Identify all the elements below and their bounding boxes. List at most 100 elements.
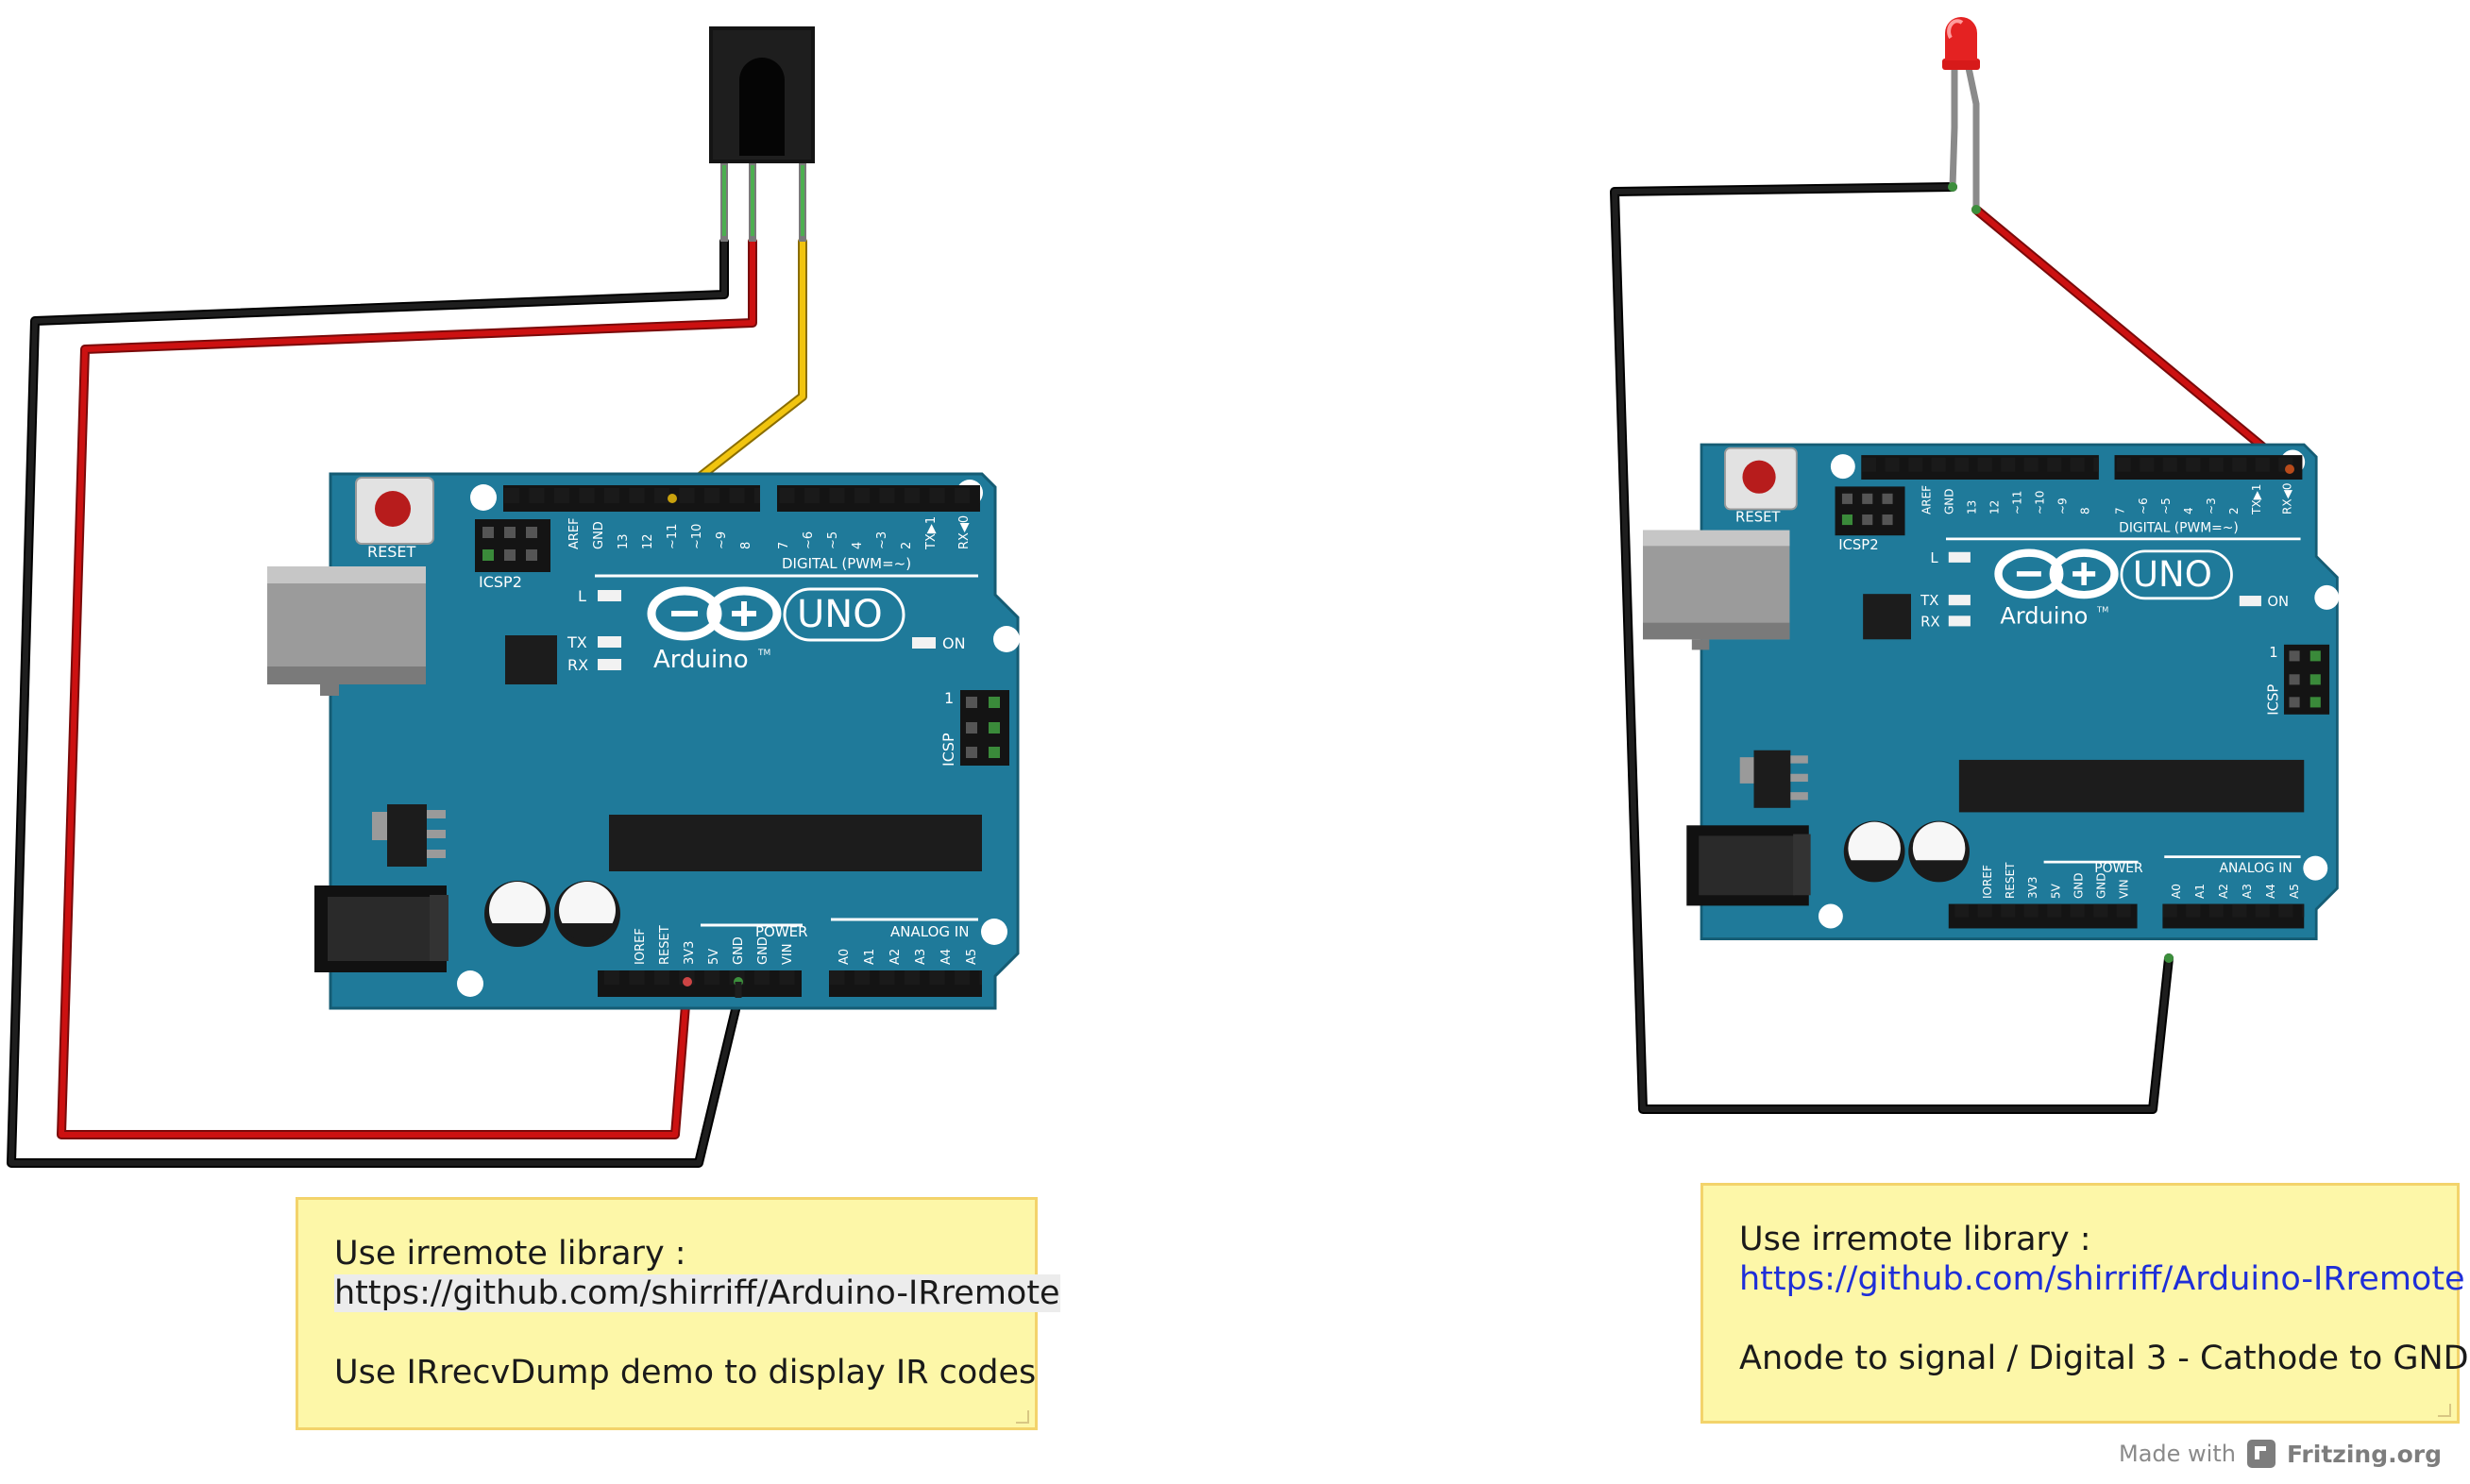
note-left-link[interactable]: https://github.com/shirriff/Arduino-IRre… — [334, 1274, 1060, 1312]
note-right-link[interactable]: https://github.com/shirriff/Arduino-IRre… — [1739, 1260, 2465, 1298]
pin-label: ~6 — [802, 531, 816, 549]
pin-label: 5V — [707, 949, 721, 965]
capacitors — [1843, 820, 1970, 883]
pin-label: 4 — [851, 542, 865, 549]
pin-label: A4 — [2264, 884, 2277, 899]
fritzing-logo-icon — [2246, 1440, 2275, 1468]
pin-label: 12 — [641, 533, 655, 549]
pin-label: 2 — [900, 542, 914, 549]
pin-label: TX▶1 — [924, 516, 939, 550]
microcontroller-chip — [609, 815, 982, 871]
digital-header-low — [777, 485, 980, 512]
pin-label: 2 — [2227, 507, 2241, 514]
trademark: TM — [757, 649, 770, 658]
pin-label: A1 — [863, 949, 877, 965]
pin-label: 7 — [777, 542, 791, 549]
usb-chip — [1863, 594, 1911, 640]
pin-label: A2 — [2217, 884, 2230, 899]
note-right: Use irremote library : https://github.co… — [1700, 1183, 2469, 1424]
left-wires — [7, 237, 807, 1168]
mount-hole — [1818, 903, 1843, 929]
icsp-label: ICSP — [2266, 684, 2282, 716]
pin-label: GND — [2072, 872, 2085, 899]
pin-label: VIN — [2117, 879, 2130, 899]
pin-label: GND — [2094, 872, 2107, 899]
icsp-label: ICSP — [939, 733, 957, 767]
power-label: POWER — [2094, 861, 2143, 876]
reset-label: RESET — [1735, 509, 1781, 525]
fritzing-credit: Made with Fritzing.org — [2119, 1435, 2442, 1473]
board-shape — [1700, 443, 2340, 940]
icsp-pin1-label: 1 — [2269, 645, 2277, 661]
yellow-signal-wire — [668, 237, 807, 503]
pin-label: 3V3 — [683, 941, 697, 965]
pin-label: VIN — [781, 944, 795, 965]
pin-label: A3 — [2241, 884, 2254, 899]
pin-label: A3 — [914, 949, 928, 965]
power-label: POWER — [755, 923, 808, 940]
mount-hole — [470, 484, 497, 511]
mount-hole — [2303, 855, 2328, 881]
arduino-logo — [647, 586, 905, 642]
fritzing-brand[interactable]: Fritzing.org — [2286, 1440, 2442, 1468]
resize-grip-icon[interactable] — [1016, 1410, 1029, 1424]
analog-label: ANALOG IN — [890, 923, 969, 940]
pin-label: A0 — [2170, 884, 2183, 899]
pin-label: AREF — [1920, 485, 1933, 514]
pin-label: A1 — [2193, 884, 2207, 899]
pin-label: A0 — [837, 949, 852, 965]
dc-power-jack — [1686, 825, 1811, 906]
analog-header — [2162, 903, 2305, 929]
resize-grip-icon[interactable] — [2438, 1404, 2451, 1417]
right-wires — [1610, 182, 2294, 1114]
right-gnd-connection — [2164, 953, 2174, 963]
pin-11-connection — [668, 494, 677, 503]
icsp-header — [960, 690, 1009, 766]
reset-label: RESET — [367, 543, 415, 561]
tx-led-label: TX — [567, 633, 587, 651]
digital-label: DIGITAL (PWM=~) — [2119, 521, 2239, 536]
on-led-label: ON — [2267, 594, 2289, 610]
pin-label: RESET — [658, 925, 672, 965]
capacitors — [484, 881, 620, 947]
pin-label: 8 — [2079, 507, 2092, 514]
dc-power-jack — [314, 885, 448, 972]
pin-label: A4 — [939, 949, 954, 965]
pin-label: ~10 — [690, 524, 704, 549]
power-header — [1948, 903, 2138, 929]
reset-button[interactable] — [355, 477, 434, 545]
usb-chip — [505, 635, 557, 684]
microcontroller-chip — [1958, 759, 2305, 813]
red-led — [1942, 17, 1981, 214]
pin-label: 3V3 — [2026, 876, 2039, 899]
pin-label: ~10 — [2034, 491, 2047, 514]
pin-label: ~3 — [875, 531, 889, 549]
l-led-label: L — [1930, 550, 1938, 566]
pin-label: IOREF — [634, 928, 648, 965]
note-left-line3: Use IRrecvDump demo to display IR codes — [334, 1354, 1037, 1391]
pin-label: ~3 — [2205, 497, 2218, 514]
pin-label: 7 — [2114, 507, 2127, 514]
pin-label: 13 — [1965, 500, 1978, 514]
pin-label: RX◀0 — [2280, 483, 2293, 514]
analog-label: ANALOG IN — [2220, 861, 2292, 876]
arduino-label: Arduino — [653, 646, 749, 674]
pin-label: GND — [756, 936, 770, 965]
pin-label: A5 — [965, 949, 979, 965]
reset-button[interactable] — [1724, 447, 1798, 511]
pin-label: GND — [592, 521, 606, 549]
mount-hole — [981, 919, 1007, 945]
pin-label: 8 — [739, 542, 753, 549]
rx-led-label: RX — [1920, 614, 1939, 630]
digital-header-high — [1861, 455, 2099, 480]
yellow-signal-wire-core — [669, 239, 805, 501]
icsp-header — [2283, 644, 2330, 715]
